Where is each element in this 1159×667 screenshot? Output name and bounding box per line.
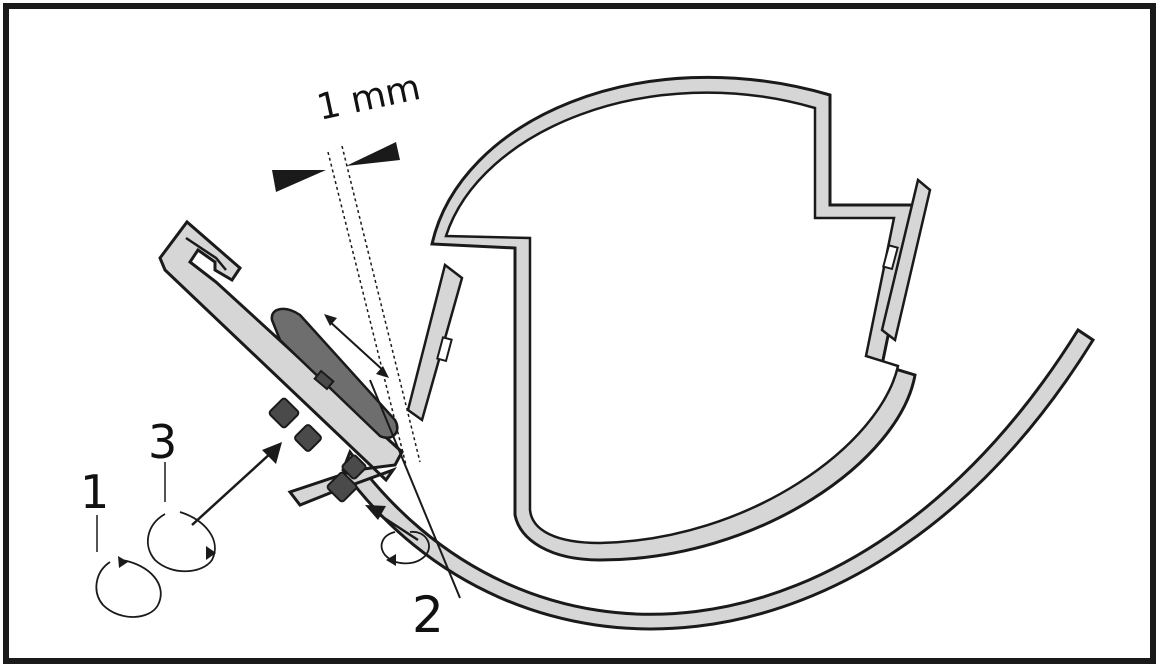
bolt-cluster-bottom	[326, 454, 367, 503]
gap-arrowhead-right	[346, 142, 400, 166]
blade-swing-arrowhead-top	[324, 314, 337, 326]
blade-swing-arrow	[327, 319, 386, 373]
drum-blade-right	[880, 177, 932, 343]
rotation-arrowhead-1	[118, 556, 128, 568]
gap-arrowhead-left	[272, 170, 326, 192]
drum-wheel-inner	[444, 91, 900, 545]
blade-swing-arrowhead-bottom	[376, 366, 389, 378]
callout-label-2: 2	[412, 586, 444, 644]
drum-blade-left-bolt	[436, 336, 453, 363]
bracket-slot	[185, 236, 227, 271]
rotation-arc-2	[380, 531, 430, 565]
adjustment-arrowhead-3	[262, 442, 282, 464]
bolt-cluster-top	[268, 369, 335, 452]
nut-4	[326, 471, 358, 503]
nut-2	[294, 424, 322, 452]
adjustment-arrowhead-2	[365, 505, 386, 520]
rotation-symbol-3	[146, 462, 216, 573]
nut-5	[341, 454, 367, 480]
drum-blade-left	[406, 262, 464, 423]
adjustment-arrow-3	[191, 451, 273, 526]
rotation-symbol-2	[380, 531, 430, 566]
nut-1	[268, 397, 300, 429]
rotation-arc-1	[95, 559, 162, 618]
rotation-symbol-1	[95, 515, 162, 618]
callout-label-1: 1	[80, 465, 109, 519]
drum-blade-right-bolt	[882, 244, 899, 271]
nut-3	[313, 369, 335, 391]
rotation-arrowhead-3	[206, 546, 216, 560]
curved-trough	[341, 327, 1096, 631]
blade-tip-line	[369, 379, 461, 599]
rotation-arc-3	[146, 511, 216, 573]
gap-reference-line-2	[341, 145, 421, 463]
callout-label-3: 3	[148, 415, 177, 469]
rotation-arrowhead-2	[386, 554, 396, 566]
